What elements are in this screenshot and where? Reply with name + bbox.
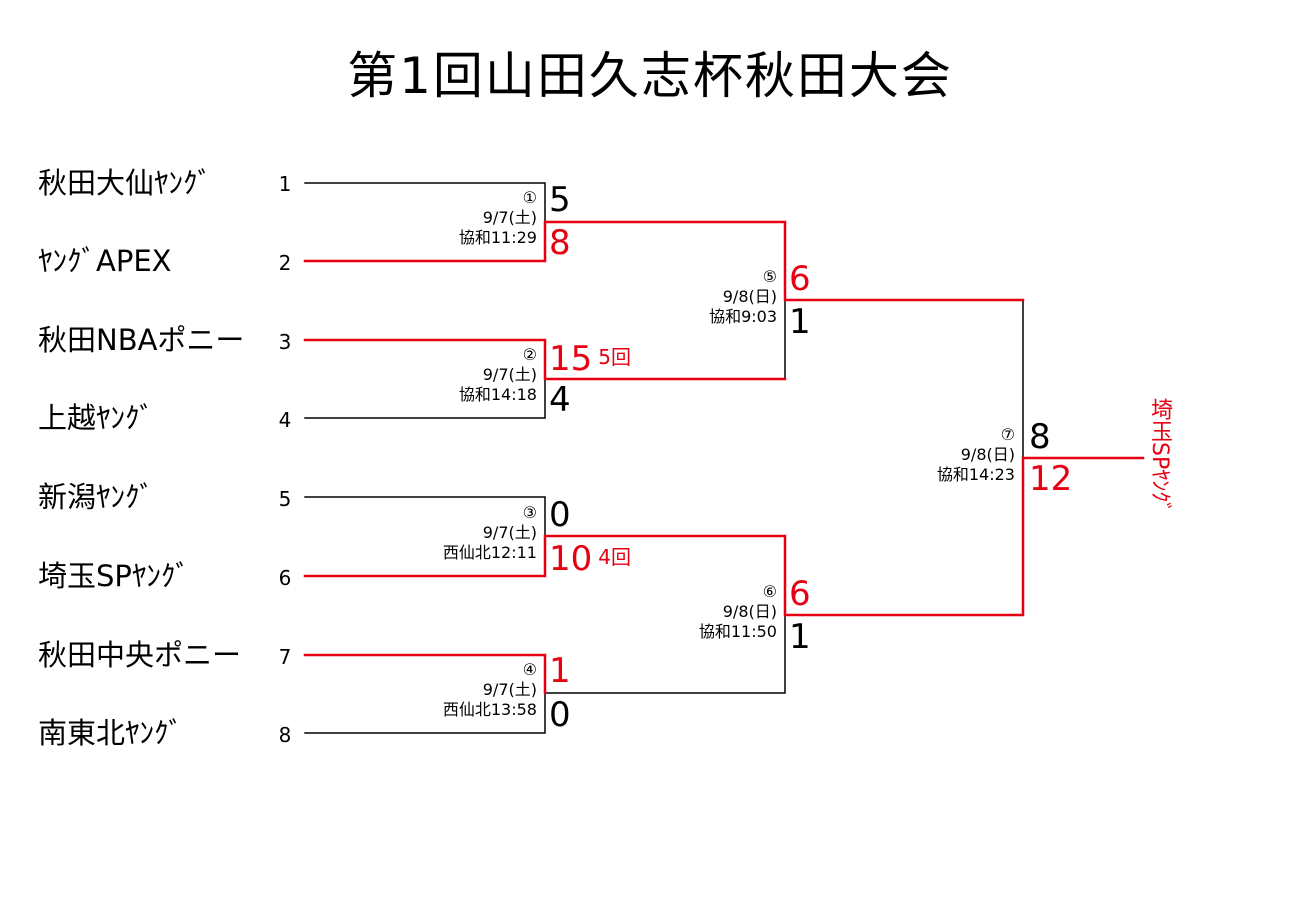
match5-venue: 協和9:03: [709, 307, 777, 326]
match3-venue: 西仙北12:11: [442, 543, 537, 562]
line-team-1: [304, 182, 546, 223]
match4-number: ④: [522, 660, 537, 679]
team-name-1: 秋田大仙ﾔﾝｸﾞ: [38, 166, 213, 200]
match5-info: ⑤ 9/8(日) 協和9:03: [617, 267, 777, 327]
match6-number: ⑥: [762, 582, 777, 601]
line-team-8: [304, 692, 546, 734]
line-team-5: [304, 496, 546, 537]
match1-number: ①: [522, 188, 537, 207]
match4-date: 9/7(土): [482, 680, 537, 699]
match7-venue: 協和14:23: [936, 465, 1015, 484]
seed-8: 8: [278, 723, 292, 747]
match6-bottom-score: 1: [789, 617, 811, 657]
match1-top-score: 5: [549, 180, 571, 220]
match5-top-score: 6: [789, 259, 811, 299]
match2-info: ② 9/7(土) 協和14:18: [377, 345, 537, 405]
match3-number: ③: [522, 503, 537, 522]
match6-top-score: 6: [789, 574, 811, 614]
line-team-4: [304, 378, 546, 419]
match5-bottom-score: 1: [789, 302, 811, 342]
match4-info: ④ 9/7(土) 西仙北13:58: [377, 660, 537, 720]
win-path-team-7: [303, 653, 547, 695]
team-name-7: 秋田中央ポニー: [38, 638, 242, 672]
match3-date: 9/7(土): [482, 523, 537, 542]
match6-info: ⑥ 9/8(日) 協和11:50: [617, 582, 777, 642]
match6-venue: 協和11:50: [698, 622, 777, 641]
match7-number: ⑦: [1000, 425, 1015, 444]
match1-bottom-score: 8: [549, 223, 571, 263]
match4-top-score: 1: [549, 651, 571, 691]
match7-info: ⑦ 9/8(日) 協和14:23: [855, 425, 1015, 485]
match2-venue: 協和14:18: [458, 385, 537, 404]
win-path-team-2: [303, 220, 1025, 302]
tournament-title: 第1回山田久志杯秋田大会: [347, 47, 953, 105]
match3-innings: 4回: [598, 545, 631, 569]
match1-date: 9/7(土): [482, 208, 537, 227]
match3-info: ③ 9/7(土) 西仙北12:11: [377, 503, 537, 563]
match7-date: 9/8(日): [960, 445, 1015, 464]
team-name-6: 埼玉SPﾔﾝｸﾞ: [38, 559, 190, 593]
seed-6: 6: [278, 566, 292, 590]
team-name-2: ﾔﾝｸﾞAPEX: [38, 244, 172, 278]
match1-info: ① 9/7(土) 協和11:29: [377, 188, 537, 248]
seed-7: 7: [278, 645, 292, 669]
match6-date: 9/8(日): [722, 602, 777, 621]
seed-1: 1: [278, 172, 292, 196]
match4-bottom-score: 0: [549, 695, 571, 735]
line-match6-bottom: [544, 614, 786, 694]
match2-top-score-value: 15: [549, 339, 593, 379]
team-name-8: 南東北ﾔﾝｸﾞ: [38, 716, 184, 750]
match3-bottom-score-value: 10: [549, 539, 593, 579]
match3-top-score: 0: [549, 495, 571, 535]
match4-venue: 西仙北13:58: [442, 700, 537, 719]
match7-bottom-score: 12: [1029, 459, 1073, 499]
match2-number: ②: [522, 345, 537, 364]
seed-5: 5: [278, 487, 292, 511]
seed-2: 2: [278, 251, 292, 275]
match5-number: ⑤: [762, 267, 777, 286]
match2-innings: 5回: [598, 345, 631, 369]
champion-name: 埼玉SPﾔﾝｸﾞ: [1147, 398, 1172, 514]
seed-4: 4: [278, 408, 292, 432]
seed-3: 3: [278, 330, 292, 354]
match7-top-score: 8: [1029, 417, 1051, 457]
win-path-team-6: [303, 456, 1145, 617]
team-name-3: 秋田NBAポニー: [38, 323, 245, 357]
match2-bottom-score: 4: [549, 380, 571, 420]
win-path-team-3: [303, 338, 787, 381]
match1-venue: 協和11:29: [458, 228, 537, 247]
match5-date: 9/8(日): [722, 287, 777, 306]
team-name-5: 新潟ﾔﾝｸﾞ: [38, 480, 155, 514]
match2-date: 9/7(土): [482, 365, 537, 384]
team-name-4: 上越ﾔﾝｸﾞ: [38, 401, 155, 435]
